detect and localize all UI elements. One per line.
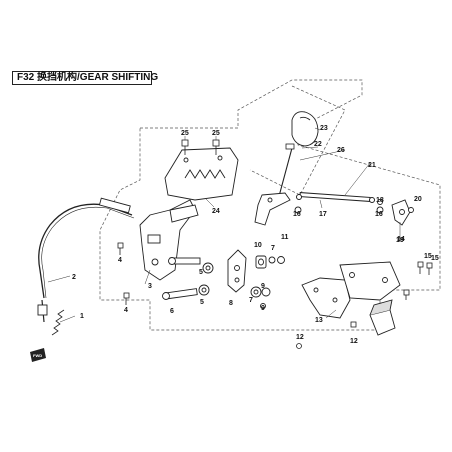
callout-11: 11 (281, 234, 289, 241)
callout-3: 3 (148, 283, 152, 290)
bushing-9-right (261, 287, 271, 297)
bushing-7-lower (250, 286, 262, 298)
center-bracket-8 (227, 249, 247, 293)
nut-9-lower (260, 303, 266, 309)
arm-19 (391, 199, 411, 226)
callout-18: 18 (376, 197, 384, 204)
outer-group-outline (99, 79, 441, 331)
lever-rod-22 (277, 143, 295, 201)
diagram-title: F32 换挡机构/GEAR SHIFTING (12, 71, 158, 85)
leader-lines (47, 127, 401, 323)
spring-part-1 (51, 309, 65, 336)
bolt-15-lower (426, 262, 433, 275)
nut-20 (408, 207, 414, 213)
dashed-group-outlines (99, 79, 441, 331)
callout-10: 10 (254, 242, 262, 249)
bolt-12-left (296, 343, 302, 349)
callout-23: 23 (320, 125, 328, 132)
callout-4-upper: 4 (118, 257, 122, 264)
washer-7-upper (268, 256, 276, 264)
callout-14: 14 (397, 236, 405, 243)
callout-15-upper: 15 (424, 253, 432, 260)
shaft-3 (168, 257, 201, 265)
callout-19: 19 (396, 237, 404, 244)
callout-6: 6 (170, 308, 174, 315)
callout-5-lower: 5 (200, 299, 204, 306)
callout-25-left: 25 (181, 130, 189, 137)
callout-5-upper: 5 (199, 269, 203, 276)
callout-9-upper: 9 (261, 283, 265, 290)
callout-4-lower: 4 (124, 307, 128, 314)
bolt-4-upper (117, 242, 124, 255)
callout-16-left: 16 (293, 211, 301, 218)
washer-11 (277, 256, 285, 264)
callout-16-right: 16 (375, 211, 383, 218)
callout-21: 21 (368, 162, 376, 169)
callout-12-right: 12 (350, 338, 358, 345)
bushing-5-upper (202, 262, 214, 274)
gate-plate-24 (164, 147, 239, 201)
washer-16-left (294, 206, 302, 214)
washer-18 (377, 199, 383, 205)
bushing-10 (255, 255, 267, 269)
callout-7-upper: 7 (271, 245, 275, 252)
callout-9-lower: 9 (261, 305, 265, 312)
linkage-rod-17 (296, 192, 375, 203)
bolt-12-mid (403, 289, 410, 300)
bolt-12-right (350, 321, 357, 328)
bracket-13 (301, 277, 351, 319)
callout-12-left: 12 (296, 334, 304, 341)
shift-cable (37, 197, 135, 323)
bushing-5-lower (198, 284, 210, 296)
bracket-assembly-3 (139, 199, 199, 281)
fwd-badge: FWD (30, 348, 46, 362)
callout-15-lower: 15 (431, 255, 439, 262)
bolt-4-lower (123, 292, 130, 305)
cable-bracket-block (369, 299, 396, 336)
callout-13: 13 (315, 317, 323, 324)
lever-base (254, 192, 291, 226)
callout-20: 20 (414, 196, 422, 203)
fwd-badge-text: FWD (33, 353, 42, 358)
callout-26: 26 (337, 147, 345, 154)
callout-22: 22 (314, 141, 322, 148)
lever-group-outline (249, 85, 346, 196)
callout-2: 2 (72, 274, 76, 281)
callout-17: 17 (319, 211, 327, 218)
callout-1: 1 (80, 313, 84, 320)
callout-7-lower: 7 (249, 297, 253, 304)
callout-labels: 1 2 3 4 4 5 5 6 7 7 8 9 9 10 11 12 12 13… (72, 125, 439, 345)
callout-25-right: 25 (212, 130, 220, 137)
callout-24: 24 (212, 208, 220, 215)
washer-16-right (376, 206, 384, 214)
bolt-15-upper (417, 261, 424, 274)
callout-8: 8 (229, 300, 233, 307)
shift-knob-23 (291, 111, 319, 147)
shaft-6 (162, 288, 198, 300)
bracket-14 (339, 261, 401, 301)
